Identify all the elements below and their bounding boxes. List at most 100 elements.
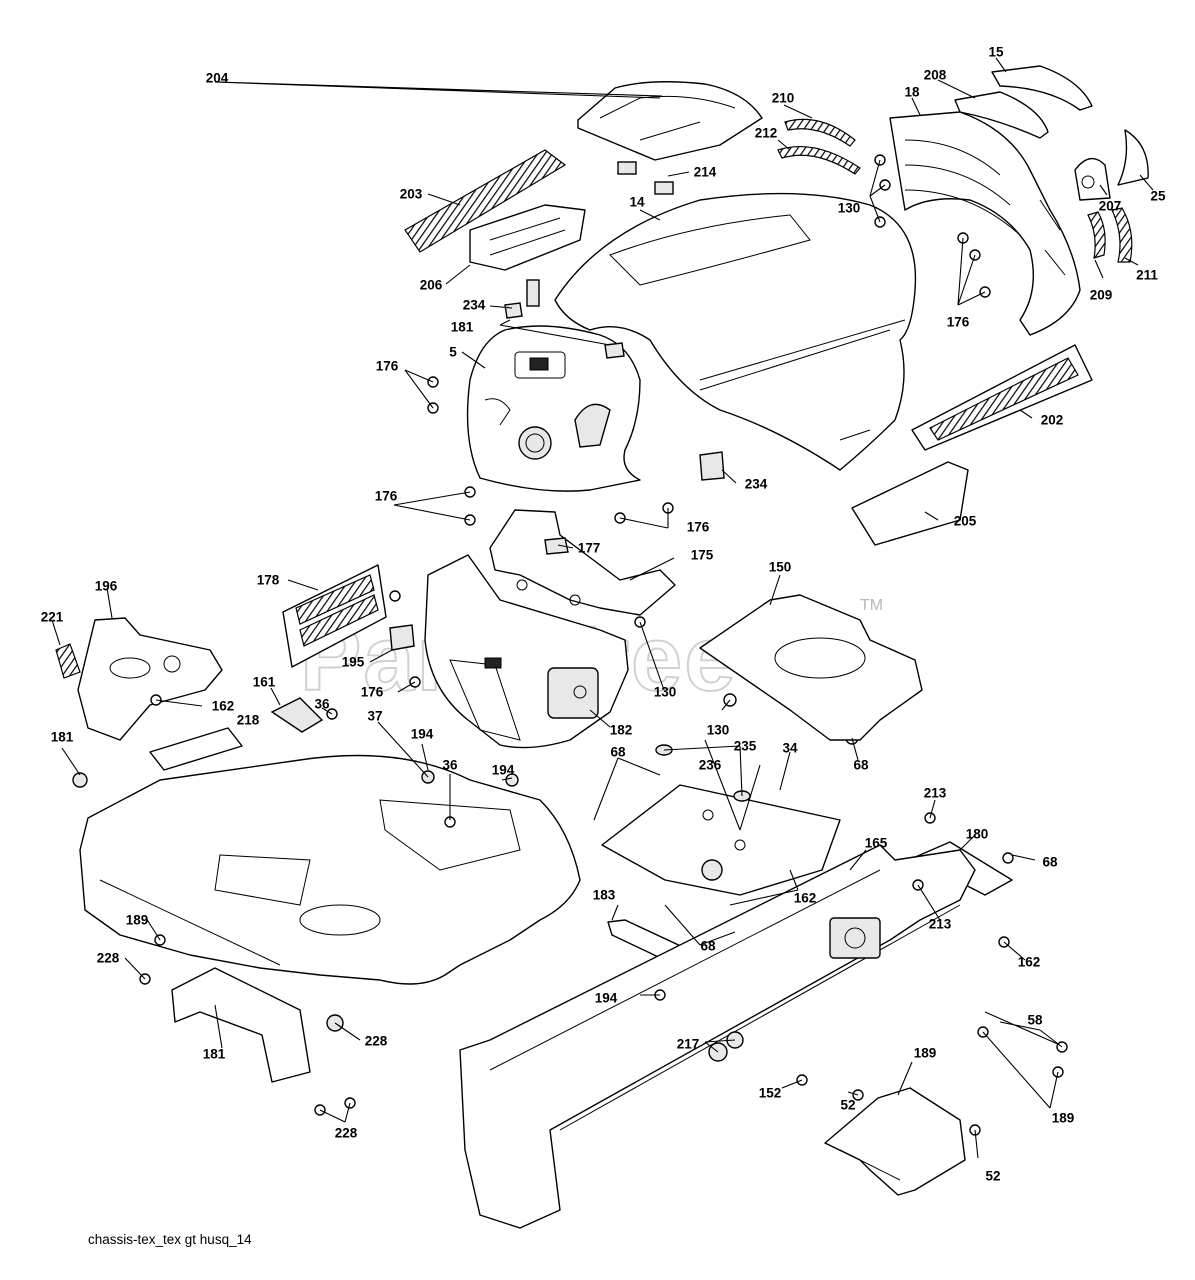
part-bracket-175 (489, 509, 676, 616)
callout-196: 196 (94, 578, 118, 594)
part-bracket-206 (469, 204, 586, 271)
part-clip-195 (389, 624, 415, 651)
callout-213-b: 68 (1042, 854, 1058, 870)
part-dashboard-5 (466, 325, 641, 492)
part-grille-203 (404, 149, 567, 253)
callout-130-d: 68 (853, 757, 869, 773)
part-grille-plate-178 (282, 564, 387, 668)
callout-130-a: 130 (837, 200, 861, 216)
callout-217: 58 (1027, 1012, 1043, 1028)
callout-176-c: 176 (360, 684, 384, 700)
callout-205: 205 (953, 513, 977, 529)
part-grille-202 (911, 344, 1093, 451)
callout-176-b: 176 (374, 488, 398, 504)
part-grille-212 (777, 145, 861, 175)
part-pan-150 (699, 594, 923, 741)
callout-25: 25 (1150, 188, 1166, 204)
part-knob-181-upper (504, 302, 625, 359)
part-199 (149, 727, 243, 771)
part-grille-210 (784, 118, 856, 147)
diagram-caption: chassis-tex_tex gt husq_14 (88, 1232, 252, 1247)
callout-130-c: 130 (706, 722, 730, 738)
callout-5: 5 (449, 344, 457, 360)
callout-204: 204 (205, 70, 229, 86)
callout-228-b: 152 (758, 1085, 782, 1101)
callout-68-d: 162 (1017, 954, 1041, 970)
part-frame-180 (459, 844, 976, 1229)
callout-195: 195 (341, 654, 365, 670)
callout-162: 162 (211, 698, 235, 714)
part-hood-top-204 (577, 81, 763, 161)
callout-194-a: 194 (410, 726, 434, 742)
part-cover-15 (991, 65, 1093, 111)
callout-161: 161 (252, 674, 276, 690)
callout-176-a: 176 (375, 358, 399, 374)
callout-34: 34 (782, 740, 798, 756)
part-bracket-58 (171, 967, 311, 1083)
part-fender-37 (79, 754, 581, 985)
part-clips-214 (617, 161, 674, 195)
callout-181-c: 228 (364, 1033, 388, 1049)
part-housing-18 (889, 111, 1081, 336)
callout-177: 177 (577, 540, 601, 556)
callout-176-e: 130 (653, 684, 677, 700)
callout-152: 189 (913, 1045, 937, 1061)
part-grille-211 (1111, 207, 1133, 263)
callout-189-b: 52 (840, 1097, 856, 1113)
part-plate-34 (601, 784, 841, 896)
callout-180: 165 (864, 835, 888, 851)
callout-68-c: 213 (928, 916, 952, 932)
callout-178: 178 (256, 572, 280, 588)
callout-58: 181 (202, 1046, 226, 1062)
callout-18: 18 (904, 84, 920, 100)
callout-52: 189 (1051, 1110, 1075, 1126)
callout-181: 181 (450, 319, 474, 335)
callout-210: 210 (771, 90, 795, 106)
callout-206: 206 (419, 277, 443, 293)
part-grille-209 (1087, 211, 1106, 259)
callout-189-a: 228 (96, 950, 120, 966)
part-tab-234-upper (526, 279, 540, 307)
callout-68-b: 162 (793, 890, 817, 906)
part-panel-205 (851, 461, 969, 546)
part-decal-221 (55, 643, 81, 679)
callout-36-b: 36 (442, 757, 458, 773)
callout-181-b: 181 (50, 729, 74, 745)
callout-207: 207 (1098, 198, 1122, 214)
part-tab-234-lower (699, 451, 725, 481)
part-seatshell-196 (77, 617, 223, 741)
callout-15: 15 (988, 44, 1004, 60)
callout-211: 211 (1136, 267, 1158, 283)
callout-165: 183 (592, 887, 616, 903)
callout-212: 212 (754, 125, 778, 141)
part-lens-25 (1117, 129, 1149, 186)
part-knob-177 (544, 537, 569, 555)
callout-189-c: 228 (334, 1125, 358, 1141)
callout-176-d: 176 (686, 519, 710, 535)
part-lower-dash-182 (424, 554, 629, 749)
callout-194-b: 194 (491, 762, 515, 778)
callout-235: 235 (733, 738, 757, 754)
callout-37: 37 (367, 708, 383, 724)
part-hood-14 (554, 192, 917, 471)
watermark-trademark: TM (860, 597, 883, 614)
part-lamp-207 (1074, 157, 1111, 201)
callout-150: 150 (768, 559, 792, 575)
callout-199: 218 (236, 712, 260, 728)
callout-36-a: 36 (314, 696, 330, 712)
callout-209: 209 (1089, 287, 1113, 303)
callout-234: 234 (462, 297, 486, 313)
callout-182: 182 (609, 722, 633, 738)
leader-lines (51, 57, 1154, 1159)
callout-236: 236 (698, 757, 722, 773)
callout-203: 203 (399, 186, 423, 202)
callout-68-a: 68 (610, 744, 626, 760)
callout-189-d: 52 (985, 1168, 1001, 1184)
callout-202: 202 (1040, 412, 1064, 428)
part-rod-217 (977, 1011, 1068, 1078)
callout-194-c: 217 (676, 1036, 700, 1052)
part-cover-208 (954, 91, 1049, 139)
callout-14: 14 (629, 194, 645, 210)
